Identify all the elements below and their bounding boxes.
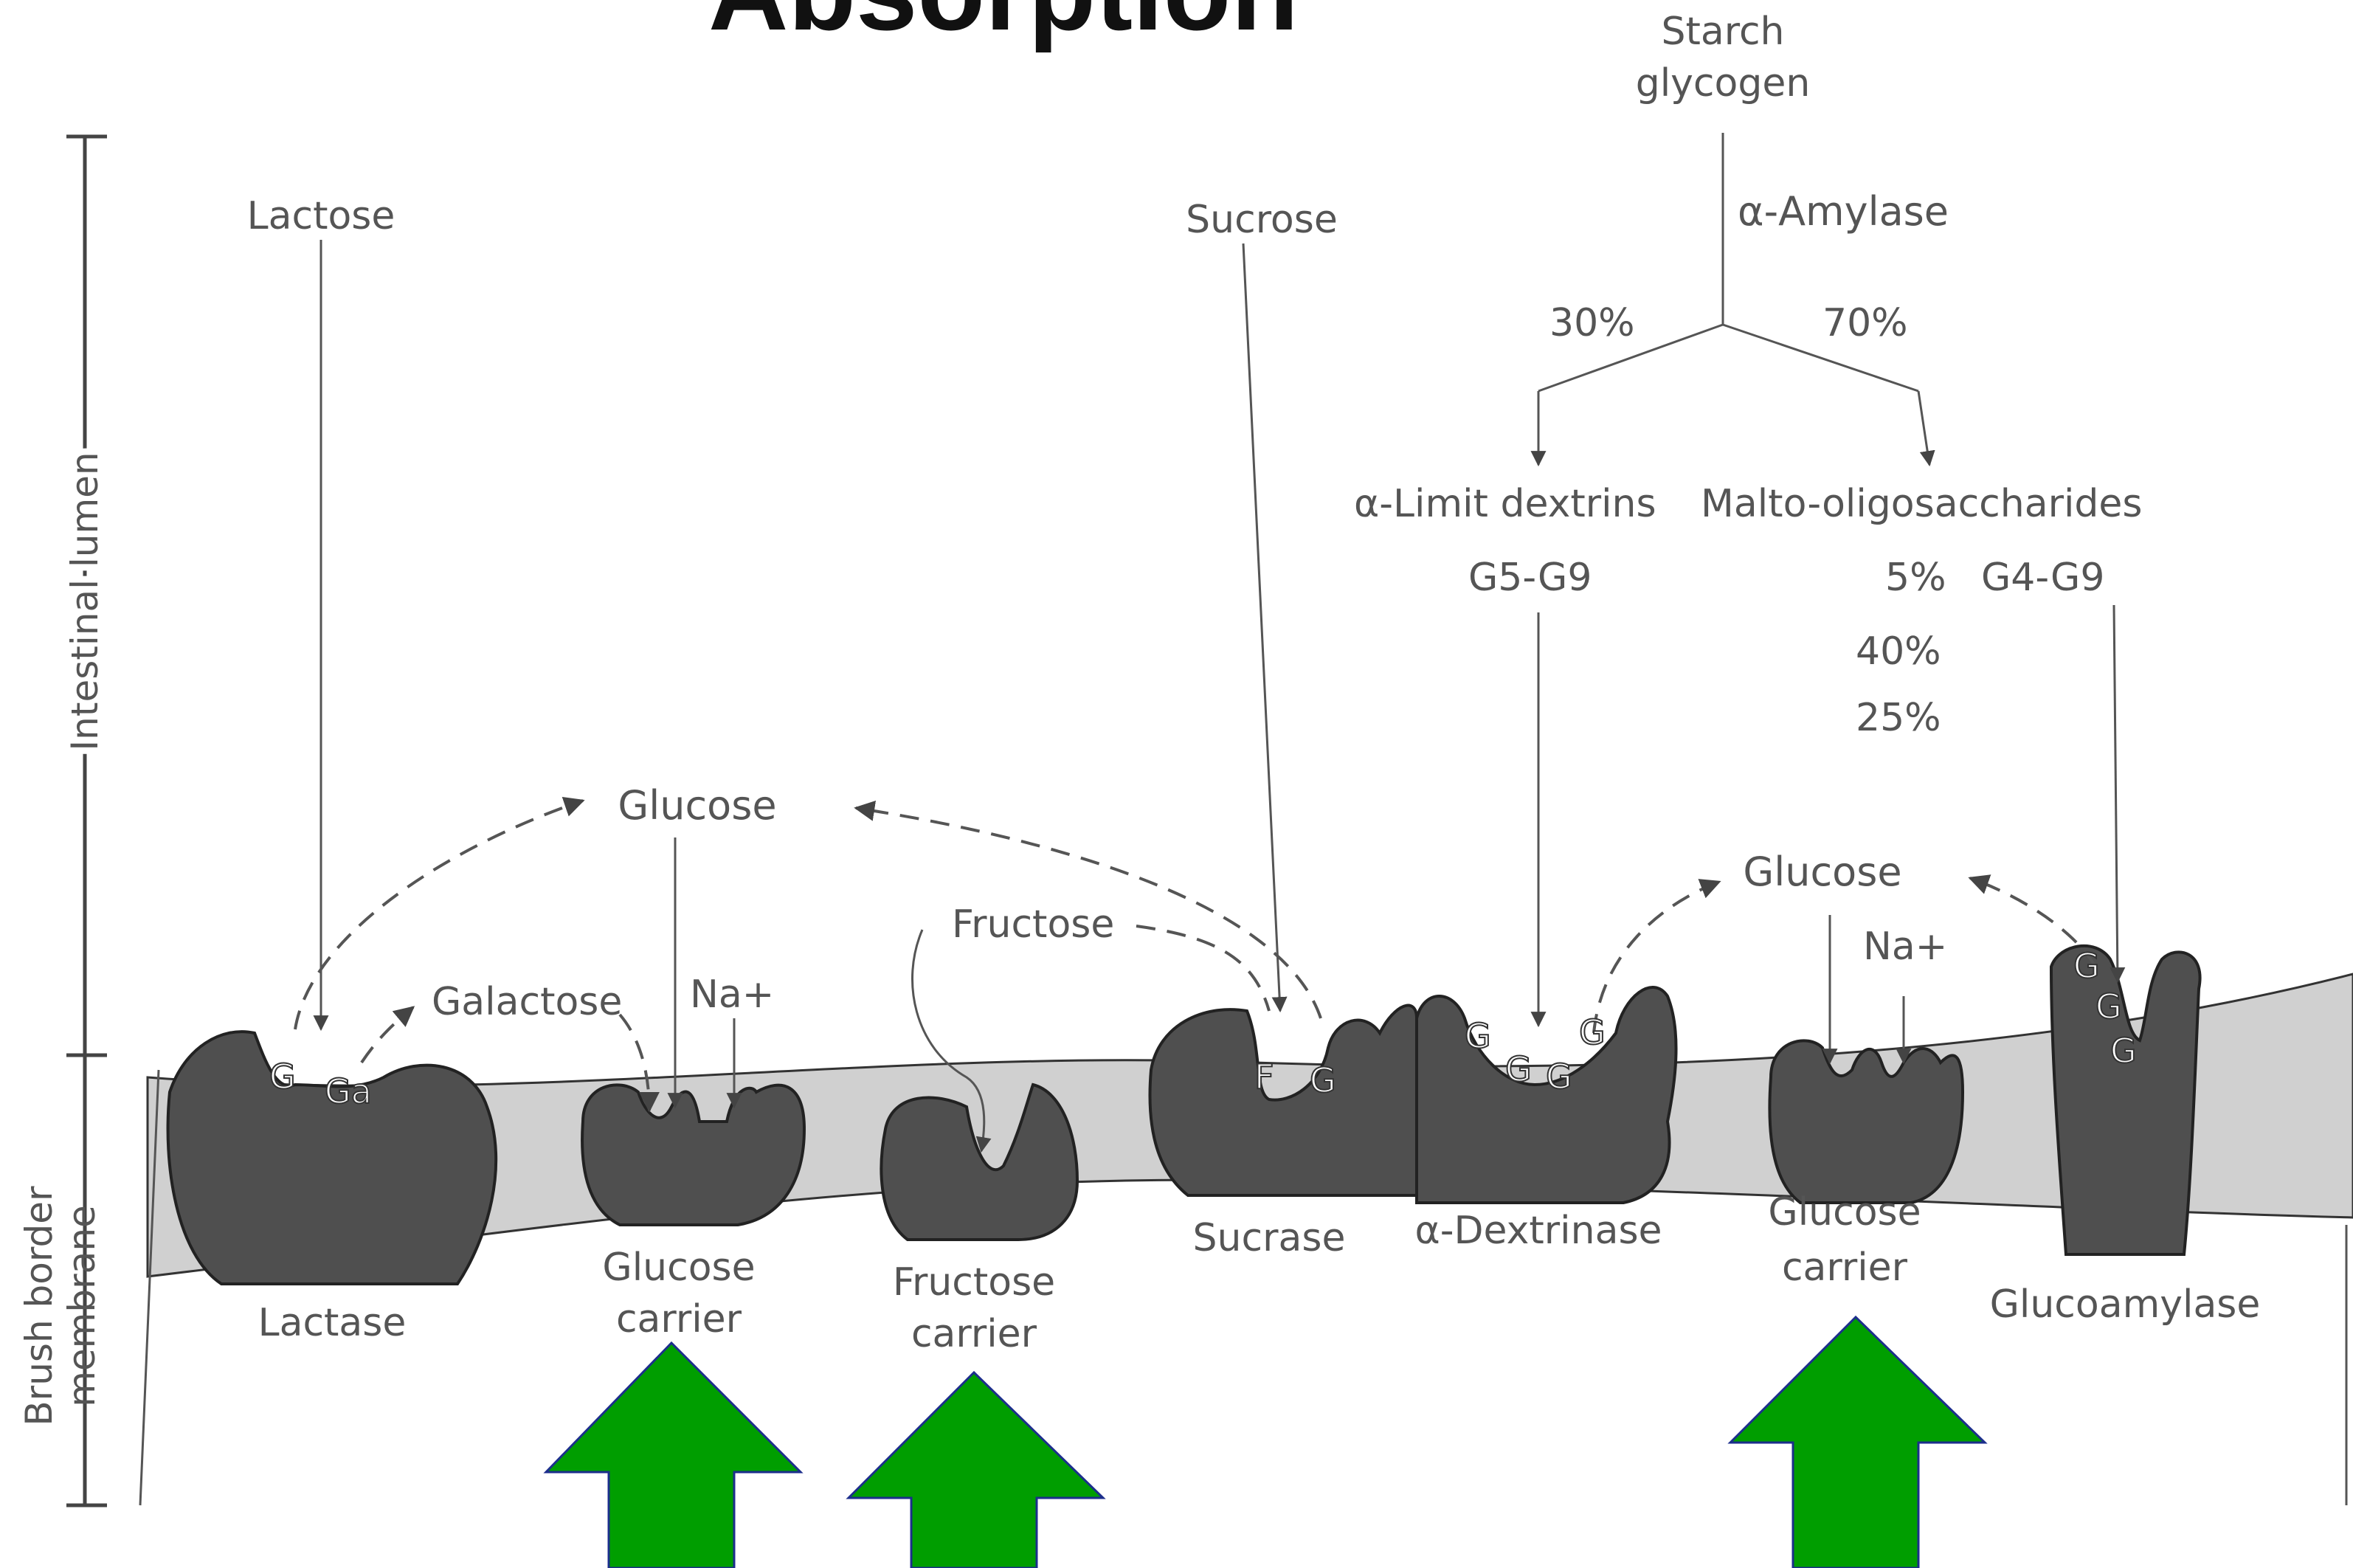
glucoamylase-label: Glucoamylase [1990,1282,2261,1327]
glucose-carrier-2-label-1: Glucose [1768,1190,1921,1234]
bound-glucose-dextrinase-3: G [1546,1057,1572,1096]
bound-sugar-letters: G Ga F G G G G G G G G [269,945,2138,1112]
percent-30-label: 30% [1549,301,1635,345]
axis-bracket [66,134,107,1507]
sucrase-label: Sucrase [1193,1216,1346,1260]
glucose-carrier-2-protein [1768,1039,1965,1204]
bound-glucose-glucoamylase-2: G [2095,987,2122,1026]
glucose-carrier-1-label-1: Glucose [602,1246,755,1290]
bound-glucose-dextrinase-4: G [1579,1012,1606,1052]
amylase-label: α-Amylase [1738,188,1949,235]
lactose-label: Lactose [247,194,395,238]
fructose-carrier-protein [880,1082,1079,1241]
sucrase-protein [1148,1004,1418,1197]
percent-5-label: 5% [1885,556,1946,600]
dextrinase-label: α-Dextrinase [1414,1209,1662,1253]
substrate-arrows [313,240,2126,1153]
sodium-label-right: Na+ [1863,925,1947,969]
membrane-edge-left [139,1069,160,1506]
highlight-arrow-glucose-carrier-1 [543,1341,804,1568]
sodium-label-left: Na+ [690,973,774,1017]
glucoamylase-protein [2049,944,2202,1256]
starch-label-2: glycogen [1636,61,1811,106]
glucose-label-left: Glucose [618,782,776,829]
highlight-arrow-glucose-carrier-2 [1727,1315,1988,1568]
lactase-label: Lactase [258,1301,407,1345]
bound-glucose-sucrase: G [1310,1060,1336,1100]
sucrose-label: Sucrose [1186,198,1338,242]
bound-fructose-sucrase: F [1254,1057,1274,1096]
highlight-arrow-fructose-carrier [846,1370,1106,1568]
limit-dextrins-label: α-Limit dextrins [1354,482,1656,526]
lumen-label: Intestinal lumen [63,452,106,750]
glucose-carrier-1-protein [581,1083,806,1226]
fructose-carrier-label-1: Fructose [893,1260,1055,1305]
galactose-label: Galactose [432,980,622,1024]
bound-glucose-dextrinase-2: G [1505,1049,1532,1089]
bound-glucose-glucoamylase-1: G [2073,946,2100,986]
fructose-carrier-label-2: carrier [911,1312,1037,1356]
membrane-label-1: Brush border [18,1186,61,1426]
bound-glucose-glucoamylase-3: G [2110,1031,2137,1071]
bound-galactose-lactase: Ga [325,1071,372,1111]
malto-oligosaccharides-label: Malto-oligosaccharides [1701,482,2142,526]
membrane-label-2: membrane [61,1205,103,1407]
g4-g9-label: G4-G9 [1981,556,2104,600]
glucose-carrier-1-label-2: carrier [616,1297,742,1341]
glucose-label-right: Glucose [1743,849,1901,895]
bound-glucose-lactase: G [269,1057,296,1096]
starch-label-1: Starch [1661,10,1784,54]
dashed-product-paths [294,796,2097,1113]
fructose-label: Fructose [952,902,1114,947]
starch-branch-lines [1530,133,1935,467]
percent-25-label: 25% [1856,696,1941,740]
dextrinase-protein [1415,986,1678,1204]
percent-40-label: 40% [1856,629,1941,674]
percent-70-label: 70% [1822,301,1908,345]
page-title: Absorption [708,0,1299,53]
bound-glucose-dextrinase-1: G [1465,1016,1491,1056]
g5-g9-label: G5-G9 [1468,556,1592,600]
glucose-carrier-2-label-2: carrier [1782,1246,1908,1290]
lactase-protein [166,1030,498,1285]
